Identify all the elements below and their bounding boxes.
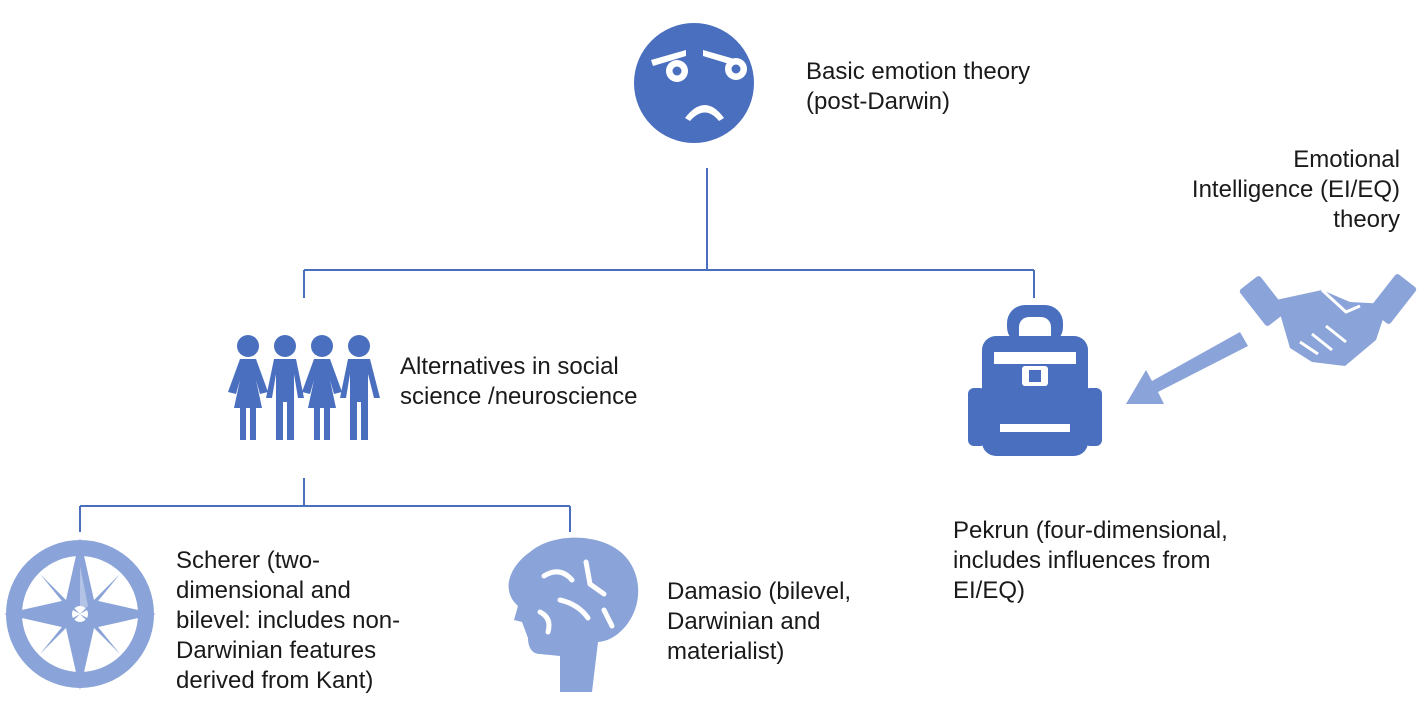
- arrow-ei-to-pekrun: [1126, 332, 1248, 404]
- basic-emotion-line-2: (post-Darwin): [806, 88, 951, 115]
- scherer-line-2: dimensional and: [176, 577, 351, 604]
- connector-lines: [79, 168, 1035, 532]
- handshake-icon: [1239, 274, 1417, 366]
- ei-line-1: Emotional: [1293, 146, 1400, 173]
- angry-face-icon: [634, 23, 754, 143]
- people-group-icon: [228, 335, 380, 440]
- backpack-icon: [968, 305, 1102, 456]
- damasio-line-3: materialist): [667, 638, 785, 665]
- scherer-label: Scherer (two- dimensional and bilevel: i…: [176, 546, 400, 696]
- pekrun-line-1: Pekrun (four-dimensional,: [953, 517, 1228, 544]
- pekrun-line-3: EI/EQ): [953, 577, 1026, 604]
- ei-line-2: Intelligence (EI/EQ): [1191, 176, 1400, 203]
- alternatives-line-2: science /neuroscience: [400, 383, 638, 410]
- pekrun-label: Pekrun (four-dimensional, includes influ…: [953, 516, 1228, 606]
- basic-emotion-label: Basic emotion theory (post-Darwin): [806, 57, 1030, 117]
- scherer-line-4: Darwinian features: [176, 637, 377, 664]
- compass-rose-icon: [4, 538, 156, 690]
- damasio-line-2: Darwinian and: [667, 608, 821, 635]
- brain-icon: [508, 537, 639, 692]
- scherer-line-3: bilevel: includes non-: [176, 607, 401, 634]
- damasio-label: Damasio (bilevel, Darwinian and material…: [667, 577, 851, 667]
- emotional-intelligence-label: Emotional Intelligence (EI/EQ) theory: [1192, 145, 1400, 235]
- scherer-line-5: derived from Kant): [176, 667, 374, 694]
- alternatives-label: Alternatives in social science /neurosci…: [400, 352, 637, 412]
- ei-line-3: theory: [1333, 206, 1400, 233]
- alternatives-line-1: Alternatives in social: [400, 353, 619, 380]
- damasio-line-1: Damasio (bilevel,: [667, 578, 852, 605]
- pekrun-line-2: includes influences from: [953, 547, 1211, 574]
- scherer-line-1: Scherer (two-: [176, 547, 321, 574]
- basic-emotion-line-1: Basic emotion theory: [806, 58, 1031, 85]
